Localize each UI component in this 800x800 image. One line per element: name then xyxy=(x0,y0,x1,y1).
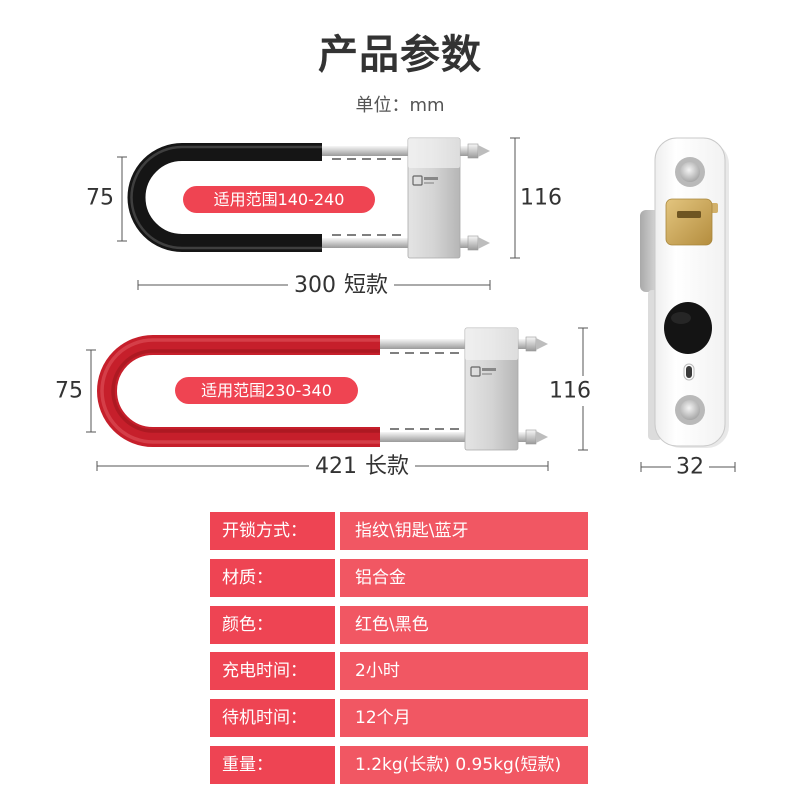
long-rod-top-tip xyxy=(536,338,548,350)
short-lock: 适用范围140-240 75 116 300 短款 xyxy=(86,137,562,298)
short-lock-body-top xyxy=(408,138,460,168)
short-rod-bottom xyxy=(318,238,480,248)
short-height-label: 75 xyxy=(86,186,114,211)
long-variant-name: 长款 xyxy=(365,454,409,479)
short-height-dimension xyxy=(117,156,127,242)
long-rod-bottom xyxy=(376,432,538,442)
long-lock: 适用范围230-340 75 116 421 长款 xyxy=(55,327,591,479)
spec-row-standby-time: 待机时间： 12个月 xyxy=(210,699,588,738)
spec-value: 2小时 xyxy=(340,652,588,691)
spec-label: 材质： xyxy=(210,558,335,597)
short-length-label: 300 短款 xyxy=(294,273,388,298)
screw-icon xyxy=(675,157,705,187)
long-rod-top xyxy=(376,339,538,349)
short-rod-top xyxy=(318,146,480,156)
module-width-label: 32 xyxy=(676,455,704,480)
unit-note: 单位：mm xyxy=(355,95,445,116)
indicator-light-icon xyxy=(683,363,695,381)
screw-icon xyxy=(675,395,705,425)
spec-label: 充电时间： xyxy=(210,652,335,691)
long-body-height-dimension xyxy=(578,327,588,451)
short-rod-top-tip xyxy=(478,145,490,157)
long-range-pill xyxy=(175,377,358,404)
long-range-label: 适用范围230-340 xyxy=(201,381,332,400)
spec-row-charge-time: 充电时间： 2小时 xyxy=(210,652,588,691)
short-length-dimension xyxy=(137,280,491,290)
long-shackle-highlight xyxy=(100,338,380,444)
brand-logo-icon xyxy=(470,366,496,377)
spec-row-unlock-method: 开锁方式： 指纹\钥匙\蓝牙 xyxy=(210,512,588,550)
spec-row-color: 颜色： 红色\黑色 xyxy=(210,605,588,644)
spec-table: 开锁方式： 指纹\钥匙\蓝牙 材质： 铝合金 颜色： 红色\黑色 充电时间： 2… xyxy=(210,512,588,793)
spec-label: 重量： xyxy=(210,745,335,784)
long-rod-bottom-tip xyxy=(536,431,548,443)
page-title: 产品参数 xyxy=(318,32,482,78)
spec-label: 开锁方式： xyxy=(210,512,335,550)
long-length-dimension xyxy=(96,461,549,471)
spec-value: 指纹\钥匙\蓝牙 xyxy=(340,512,588,550)
spec-value: 铝合金 xyxy=(340,558,588,597)
spec-row-material: 材质： 铝合金 xyxy=(210,558,588,597)
spec-value: 12个月 xyxy=(340,699,588,738)
long-rod-bottom-collar xyxy=(525,429,537,445)
spec-row-weight: 重量： 1.2kg(长款) 0.95kg(短款) xyxy=(210,745,588,784)
long-shackle-shade xyxy=(111,349,380,433)
fingerprint-module: 32 xyxy=(640,137,736,480)
brand-logo-icon xyxy=(412,175,438,186)
long-body-height-label: 116 xyxy=(549,379,591,404)
long-length-value: 421 xyxy=(315,454,357,479)
long-height-label: 75 xyxy=(55,379,83,404)
short-shackle-highlight xyxy=(130,145,322,250)
short-body-height-dimension xyxy=(510,137,520,259)
spec-label: 颜色： xyxy=(210,605,335,644)
short-rod-top-collar xyxy=(467,143,479,159)
spec-value: 1.2kg(长款) 0.95kg(短款) xyxy=(340,745,588,784)
fingerprint-sensor-icon xyxy=(664,302,712,354)
long-shackle-tube xyxy=(97,335,380,447)
short-range-label: 适用范围140-240 xyxy=(214,190,345,209)
short-rod-bottom-tip xyxy=(478,237,490,249)
short-length-value: 300 xyxy=(294,273,336,298)
spec-value: 红色\黑色 xyxy=(340,605,588,644)
short-variant-name: 短款 xyxy=(344,273,388,298)
module-width-dimension xyxy=(640,462,736,472)
long-length-label: 421 长款 xyxy=(315,454,409,479)
spec-label: 待机时间： xyxy=(210,699,335,738)
long-lock-body-top xyxy=(465,328,518,360)
short-body-height-label: 116 xyxy=(520,186,562,211)
short-rod-bottom-collar xyxy=(467,235,479,251)
key-cylinder-icon xyxy=(665,198,718,246)
long-rod-top-collar xyxy=(525,336,537,352)
short-shackle-tube xyxy=(127,143,322,252)
long-height-dimension xyxy=(86,349,96,433)
short-range-pill xyxy=(183,186,375,213)
